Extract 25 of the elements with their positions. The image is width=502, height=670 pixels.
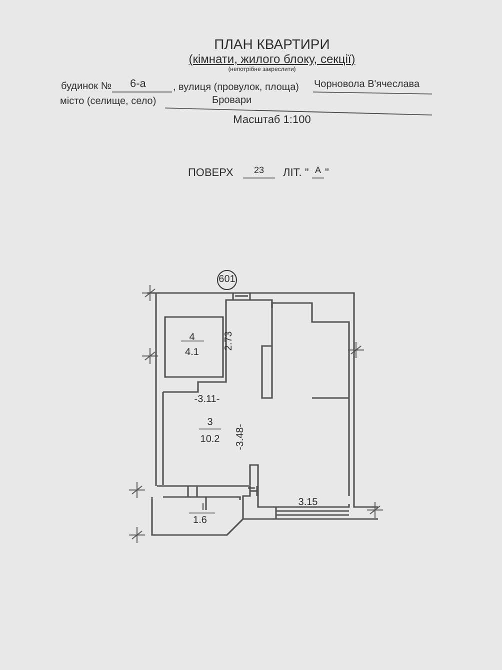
dimension-label: -3.11-: [194, 395, 220, 405]
field-caption: будинок №: [61, 82, 112, 92]
room-area: 4.1: [185, 348, 199, 358]
field-value: Бровари: [212, 96, 252, 106]
room-number: 601: [217, 270, 237, 290]
field-caption: ЛІТ. ": [283, 168, 309, 179]
dimension-label: -3.48-: [236, 424, 246, 450]
room-area: 1.6: [193, 516, 207, 526]
field-value: Чорновола В'ячеслава: [314, 80, 420, 90]
dimension-label: 3.15: [298, 498, 318, 508]
room-number: 4: [189, 333, 195, 343]
field-value: 6-а: [130, 79, 146, 90]
title: ПЛАН КВАРТИРИ: [214, 36, 330, 52]
field-value: А: [315, 166, 321, 175]
field-value: 23: [254, 166, 264, 175]
scale-text: Масштаб 1:100: [233, 115, 311, 126]
room-number: 3: [207, 418, 213, 428]
field-caption: ": [325, 168, 329, 179]
field-caption: , вулиця (провулок, площа): [173, 83, 299, 93]
room-number: I: [202, 503, 204, 513]
field-caption: місто (селище, село): [60, 97, 156, 107]
subtitle: (кімнати, жилого блоку, секції): [188, 53, 356, 65]
room-area: 10.2: [200, 435, 220, 445]
field-caption: ПОВЕРХ: [188, 168, 234, 179]
dimension-label: 2.73: [224, 331, 235, 351]
